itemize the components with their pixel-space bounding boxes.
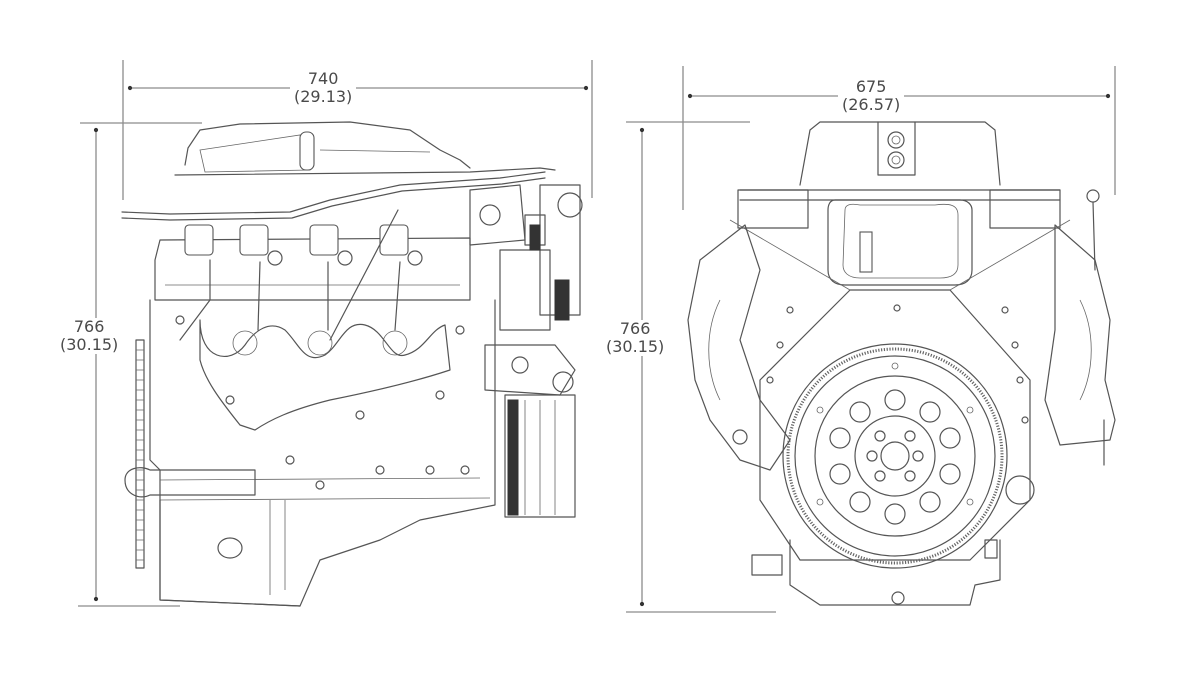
arrow-tip-icon [1105,93,1111,99]
engine-block [149,299,496,607]
right-fuel-rail-end [989,189,1061,229]
arrow-tip-icon [639,127,645,133]
sensor-connector [751,554,783,576]
rear-width-in: (26.57) [842,95,901,114]
arrow-tip-icon [93,127,99,133]
sensor-port [859,231,873,273]
side-height-in: (30.15) [60,335,119,354]
intake-manifold-rear [799,121,1001,186]
front-accessories [469,184,583,518]
arrow-tip-icon [93,596,99,602]
flywheel [782,343,1008,569]
oil-pan [159,499,301,607]
side-length-label: 740 (29.13) [290,69,357,106]
side-length-mm: 740 [307,69,339,88]
intake-manifold [184,121,471,169]
dipstick-handle [1086,189,1100,203]
oil-pan-rear [789,539,1001,606]
throttle-body [299,131,315,171]
rear-width-mm: 675 [855,77,887,96]
starter-motor [124,467,256,498]
arrow-tip-icon [127,85,133,91]
left-fuel-rail-end [737,189,809,229]
rear-height-in: (30.15) [606,337,665,356]
ignition-coils [184,224,423,266]
block-bolts [175,315,470,490]
arrow-tip-icon [687,93,693,99]
left-sensor [732,429,748,445]
rear-height-label: 766 (30.15) [602,319,669,356]
drain-plug [217,537,243,559]
rear-cover-plate [827,199,973,286]
engine-block-rear [759,289,1031,561]
right-sensor [1005,475,1035,505]
side-height-label: 766 (30.15) [56,317,123,354]
flexplate-edge [135,339,145,569]
side-height-mm: 766 [73,317,105,336]
fuel-rail [121,171,546,215]
arrow-tip-icon [583,85,589,91]
rear-height-mm: 766 [619,319,651,338]
left-exhaust-manifold [687,224,791,471]
valve-cover [154,237,471,301]
arrow-tip-icon [639,601,645,607]
right-exhaust-manifold [1044,224,1116,446]
rear-block-bolts [766,304,1029,424]
side-length-in: (29.13) [294,87,353,106]
rear-width-label: 675 (26.57) [838,77,905,114]
